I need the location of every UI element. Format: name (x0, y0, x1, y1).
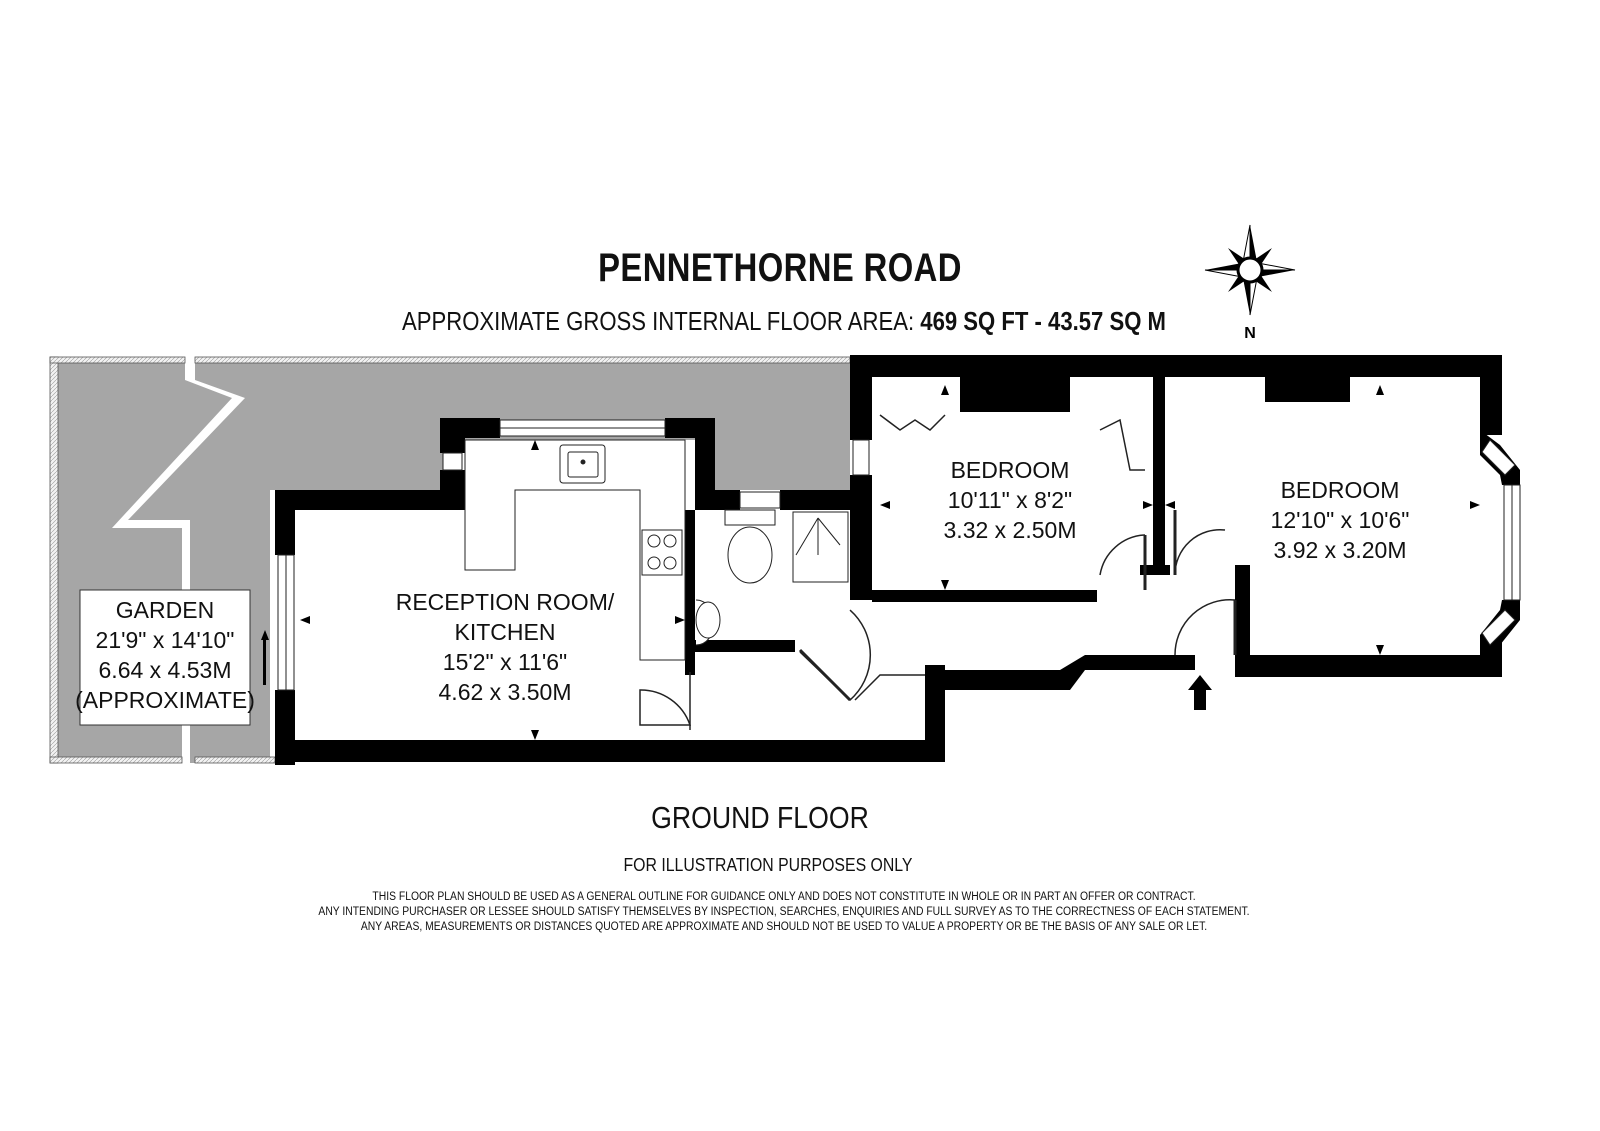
windows (277, 419, 1521, 691)
garden-imperial: 21'9" x 14'10" (96, 627, 235, 653)
disclaimer-line: ANY AREAS, MEASUREMENTS OR DISTANCES QUO… (360, 921, 1208, 933)
doors (639, 414, 1237, 730)
reception-name-line1: RECEPTION ROOM/ (396, 589, 615, 615)
floor-area-line: APPROXIMATE GROSS INTERNAL FLOOR AREA: 4… (104, 306, 1464, 337)
compass-north-letter: N (1244, 325, 1256, 342)
room-label-reception: RECEPTION ROOM/ KITCHEN 15'2" x 11'6" 4.… (396, 589, 615, 705)
floor-area-separator: - (1034, 306, 1042, 336)
floor-area-sqft: 469 SQ FT (920, 306, 1029, 336)
reception-imperial: 15'2" x 11'6" (443, 649, 567, 675)
floor-label: GROUND FLOOR (651, 800, 869, 835)
bedroom1-name: BEDROOM (951, 457, 1070, 483)
garden-note: (APPROXIMATE) (75, 687, 255, 713)
disclaimer: THIS FLOOR PLAN SHOULD BE USED AS A GENE… (64, 890, 1504, 935)
reception-name-line2: KITCHEN (455, 619, 556, 645)
bedroom2-name: BEDROOM (1281, 477, 1400, 503)
floor-area-label: APPROXIMATE GROSS INTERNAL FLOOR AREA: (402, 306, 915, 336)
kitchen-fixtures (464, 439, 686, 661)
page-title: PENNETHORNE ROAD (598, 246, 962, 290)
measurement-markers (261, 385, 1480, 740)
bedroom2-metric: 3.92 x 3.20M (1274, 537, 1407, 563)
illustration-notice: FOR ILLUSTRATION PURPOSES ONLY (623, 855, 913, 875)
garden-name: GARDEN (116, 597, 214, 623)
floor-area-sqm: 43.57 SQ M (1048, 306, 1166, 336)
garden-metric: 6.64 x 4.53M (99, 657, 232, 683)
disclaimer-line: THIS FLOOR PLAN SHOULD BE USED AS A GENE… (372, 891, 1196, 903)
entrance-arrow-icon (1188, 675, 1212, 710)
compass-icon: N (1204, 224, 1296, 342)
disclaimer-line: ANY INTENDING PURCHASER OR LESSEE SHOULD… (318, 906, 1250, 918)
bedroom1-imperial: 10'11" x 8'2" (948, 487, 1072, 513)
bathroom-fixtures (695, 509, 849, 646)
room-label-bedroom2: BEDROOM 12'10" x 10'6" 3.92 x 3.20M (1271, 477, 1410, 563)
bedroom1-metric: 3.32 x 2.50M (944, 517, 1077, 543)
reception-metric: 4.62 x 3.50M (439, 679, 572, 705)
garden-label-box (79, 589, 251, 726)
room-label-garden: GARDEN 21'9" x 14'10" 6.64 x 4.53M (APPR… (75, 597, 255, 713)
room-label-bedroom1: BEDROOM 10'11" x 8'2" 3.32 x 2.50M (944, 457, 1077, 543)
bedroom2-imperial: 12'10" x 10'6" (1271, 507, 1410, 533)
